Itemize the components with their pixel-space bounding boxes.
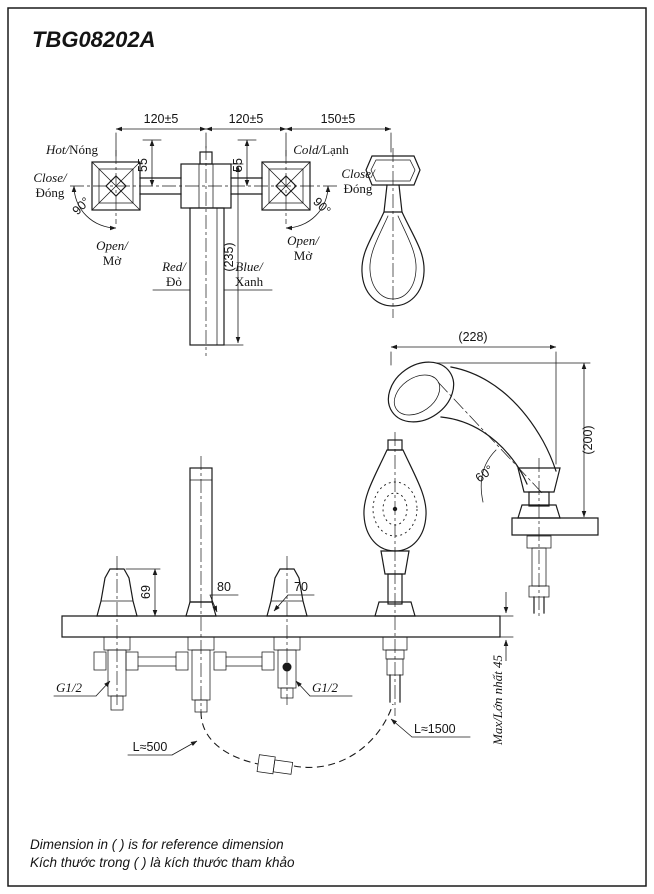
close-right-label-vi: Đóng <box>344 181 373 196</box>
page-border <box>7 7 647 887</box>
angle-60: 60° <box>473 463 497 486</box>
installation-view: Max/Lớn nhất 45 69 80 <box>53 330 599 775</box>
g12-right-group: G1/2 <box>295 680 353 697</box>
close-left-label-vi: Đóng <box>36 185 65 200</box>
footer-note-en: Dimension in ( ) is for reference dimens… <box>30 837 284 852</box>
spout-front <box>139 151 263 346</box>
hose-500-label: L≈500 <box>133 740 168 754</box>
open-right-label-vi: Mở <box>294 248 314 263</box>
dim-120-left: 120±5 <box>144 112 179 126</box>
cold-handle-side <box>266 568 308 617</box>
diverter-dot <box>282 662 292 672</box>
dim-200-group: (200) <box>435 362 595 518</box>
side-center-lines <box>116 381 545 716</box>
model-number: TBG08202A <box>32 27 156 52</box>
g12-right-label: G1/2 <box>312 680 339 695</box>
top-dimension-chain: 120±5 120±5 150±5 <box>115 112 392 157</box>
dim-80-group: 80 <box>209 580 239 613</box>
close-right-label-en: Close/ <box>341 166 376 181</box>
dim-80: 80 <box>217 580 231 594</box>
dim-69: 69 <box>139 585 153 599</box>
cold-handle-front <box>261 161 311 211</box>
deck-section <box>61 615 514 638</box>
g12-left-label: G1/2 <box>56 680 83 695</box>
handshower-front <box>361 155 425 307</box>
svg-text:Đỏ: Đỏ <box>166 274 182 289</box>
hose-connector <box>256 754 294 775</box>
hose-routing: L≈500 L≈1500 <box>127 703 471 775</box>
hot-label: Hot/Nóng <box>45 142 99 157</box>
dim-120-right: 120±5 <box>229 112 264 126</box>
valve-assembly <box>93 636 301 713</box>
footer-note-vi: Kích thước trong ( ) là kích thước tham … <box>30 855 295 870</box>
hot-handle-side <box>96 568 138 617</box>
max-thickness-dim: Max/Lớn nhất 45 <box>490 592 509 746</box>
max-45-label: Max/Lớn nhất 45 <box>490 655 505 746</box>
rotation-arc-left: 90° <box>70 185 117 231</box>
dim-228: (228) <box>458 330 487 344</box>
open-right-label-en: Open/ <box>287 233 320 248</box>
dim-228-group: (228) <box>390 330 557 465</box>
cold-label: Cold/Lạnh <box>293 142 349 157</box>
blue-indicator: Blue/ Xanh <box>223 259 273 291</box>
angle-90-left: 90° <box>70 195 93 218</box>
dim-200: (200) <box>581 425 595 454</box>
dim-55-left: 55 <box>136 158 150 172</box>
svg-text:Red/: Red/ <box>161 259 187 274</box>
dim-69-group: 69 <box>125 568 161 617</box>
close-left-label-en: Close/ <box>33 170 68 185</box>
dim-150: 150±5 <box>321 112 356 126</box>
red-indicator: Red/ Đỏ <box>152 259 191 291</box>
g12-left-group: G1/2 <box>53 680 111 697</box>
dim-55-right-group: 55 <box>231 139 257 187</box>
dim-70-group: 70 <box>273 580 315 612</box>
handshower-holder <box>363 439 427 703</box>
hot-handle-front <box>91 161 141 211</box>
spout-side <box>185 467 217 617</box>
angle-90-right: 90° <box>310 195 333 218</box>
svg-text:Blue/: Blue/ <box>235 259 264 274</box>
dim-235: (235) <box>222 242 236 271</box>
open-left-label-en: Open/ <box>96 238 129 253</box>
top-view-drawing: 120±5 120±5 150±5 55 55 <box>33 112 425 356</box>
dim-55-right: 55 <box>231 158 245 172</box>
open-left-label-vi: Mở <box>103 253 123 268</box>
dim-70: 70 <box>294 580 308 594</box>
hose-1500-label: L≈1500 <box>414 722 456 736</box>
svg-text:Xanh: Xanh <box>235 274 264 289</box>
handshower-rest-profile: 60° <box>387 361 599 614</box>
dim-235-group: (235) <box>222 163 244 346</box>
